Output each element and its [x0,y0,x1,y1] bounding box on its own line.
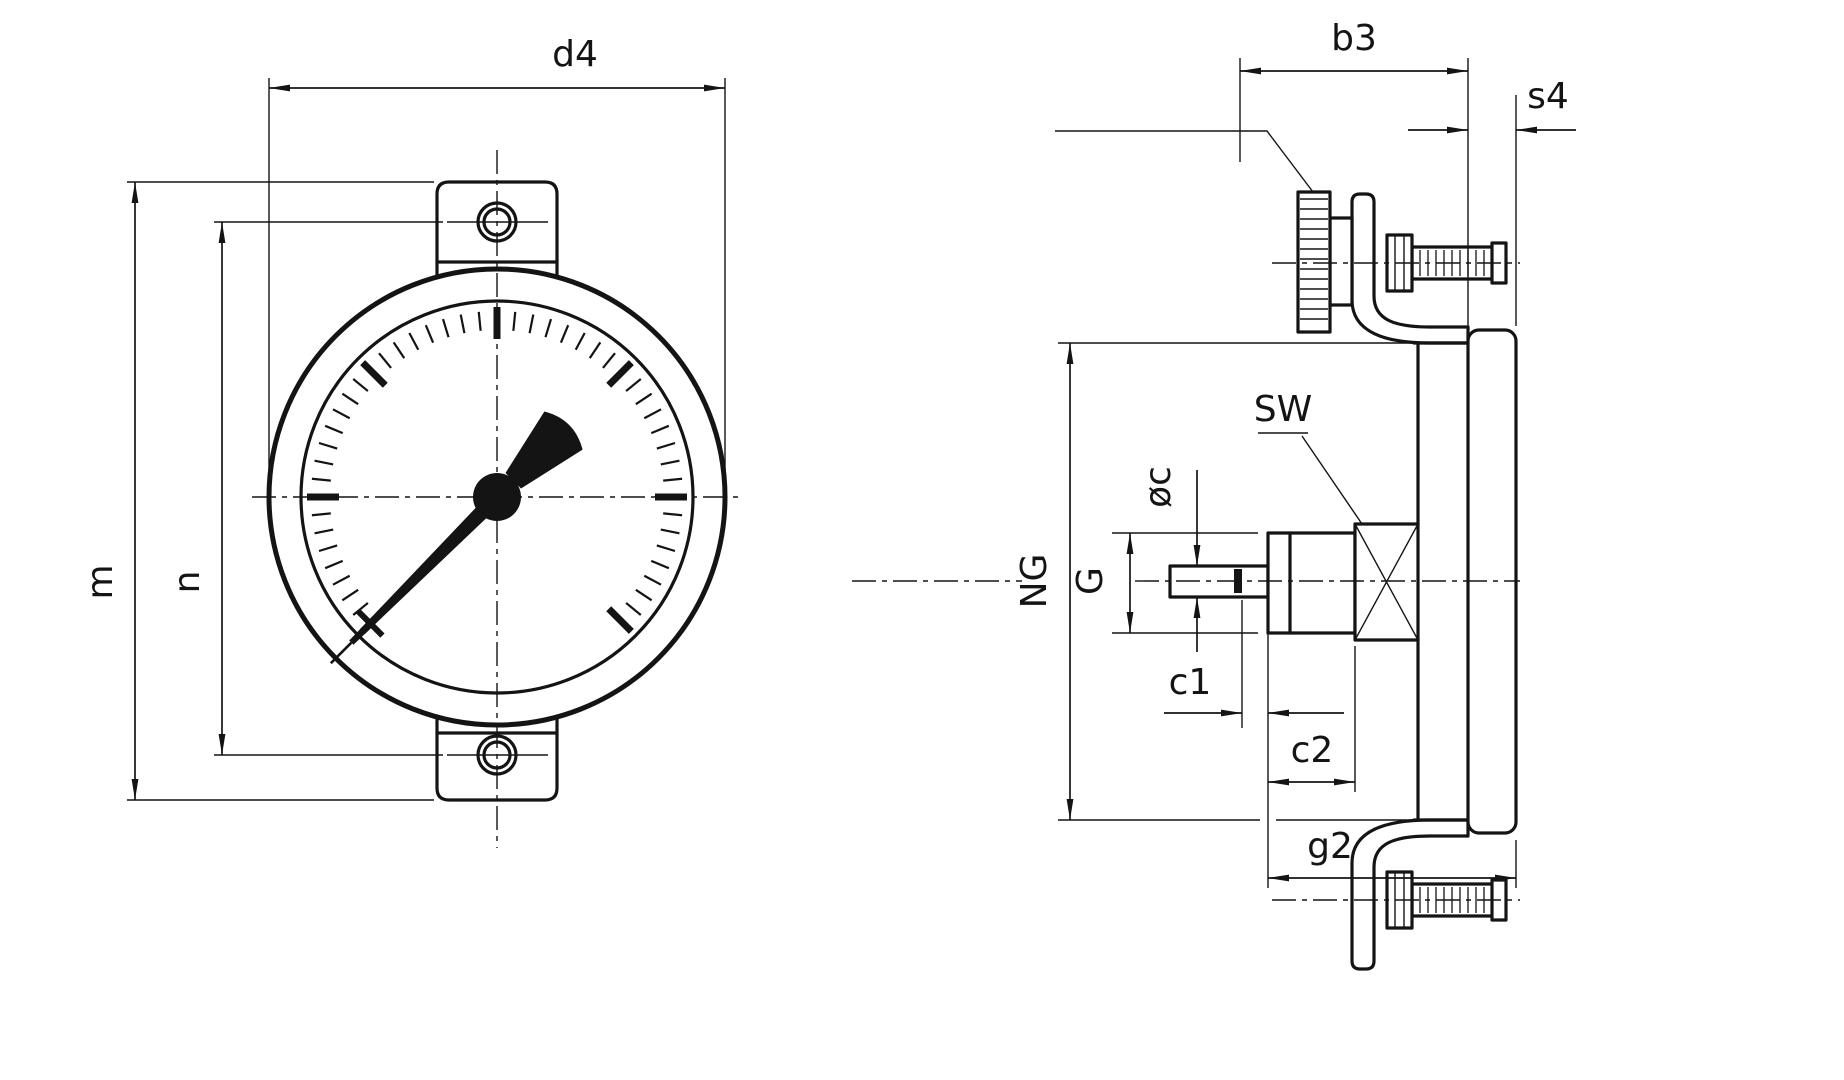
dim-label-d4: d4 [552,34,598,75]
dimension-b3: b3 [1239,18,1469,326]
leader-knurled-nut [1055,130,1314,193]
dimension-phi-c: øc [1138,466,1201,652]
dim-label-ng: NG [1014,554,1055,609]
wrench-square [1353,522,1420,642]
dimension-sw: SW [1254,389,1363,525]
bolt-top [1272,233,1520,293]
dim-label-n: n [167,571,208,594]
bracket-hole-bottom [447,734,548,776]
bolt-bottom [1272,870,1520,930]
dimension-g2: g2 [1268,826,1517,888]
dimension-c2: c2 [1268,646,1356,792]
dim-label-g: G [1070,567,1111,595]
dimension-m: m [80,181,434,801]
dim-label-c1: c1 [1169,662,1212,703]
knurl-hatch [1300,198,1328,320]
dim-label-b3: b3 [1331,18,1377,59]
clamp-bracket-top [1350,192,1470,345]
dim-label-sw: SW [1254,389,1312,430]
knurled-nut [1296,190,1354,334]
dim-label-g2: g2 [1307,826,1353,867]
dimension-n: n [167,221,443,756]
process-connection [1168,522,1420,642]
pointer [329,411,583,665]
dimension-d4: d4 [268,34,726,488]
dim-label-c2: c2 [1291,730,1334,771]
dimension-ng: NG [1014,343,1074,820]
gauge-case [1058,341,1470,822]
clamp-bracket-bottom [1350,818,1470,971]
side-view: b3 s4 NG G øc SW [852,18,1576,971]
pointer-hub [473,473,521,521]
dim-label-s4: s4 [1527,76,1569,117]
dim-label-m: m [80,564,121,599]
dimension-g: G [1070,532,1258,634]
dimension-s4: s4 [1408,76,1576,326]
front-view: d4 m n [80,34,744,848]
dimension-c1: c1 [1164,600,1344,888]
dim-label-phi-c: øc [1138,466,1179,508]
bracket-hole-top [447,201,548,243]
thread-body [1266,531,1357,635]
